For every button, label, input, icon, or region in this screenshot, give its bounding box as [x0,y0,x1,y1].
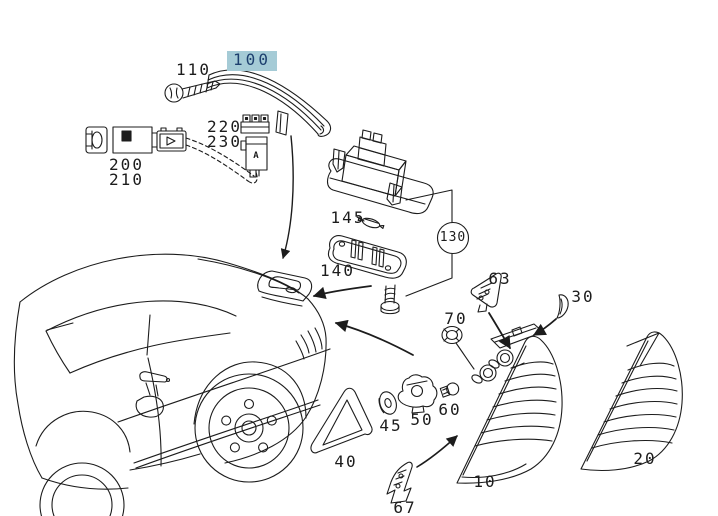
lens-screw-140 [380,284,400,315]
leader-arrow-to-taillight-location [334,319,414,356]
part-label-67[interactable]: 67 [393,498,417,516]
switch-marking-a: A [253,151,259,161]
part-label-145[interactable]: 145 [330,208,366,227]
trunk-recess [257,270,313,307]
balloon-130[interactable] [436,221,470,255]
leader-arrow-140-to-trunk [312,285,372,299]
part-label-10[interactable]: 10 [473,472,497,491]
part-label-200[interactable]: 200 [109,155,144,174]
screw-110 [164,80,221,103]
switch-220-230 [240,114,270,178]
license-lamp-lens-140 [327,235,407,279]
part-label-70[interactable]: 70 [444,309,468,328]
car-outline [13,253,331,516]
grommet-45 [378,391,397,415]
bulb-60 [439,382,460,398]
part-label-40[interactable]: 40 [334,452,358,471]
tail-light-20 [580,331,683,472]
leader-arrow-67-to-taillight [416,435,458,468]
part-label-63[interactable]: 63 [488,269,512,288]
seal-40 [310,387,373,454]
part-label-30[interactable]: 30 [571,287,595,306]
assembly-bracket-130 [405,189,470,297]
trim-30 [556,294,569,319]
part-label-210[interactable]: 210 [109,170,144,189]
part-label-60[interactable]: 60 [438,400,462,419]
bulb-socket-50 [397,374,438,414]
leader-arrow-63-to-taillight [488,312,511,350]
part-label-110[interactable]: 110 [176,60,211,79]
part-label-230[interactable]: 230 [207,132,242,151]
trunk-lamp-assembly-200-210 [85,126,258,184]
license-lamp-housing-130 [326,129,434,215]
leader-145 [356,216,365,222]
tail-light-10 [456,323,563,484]
part-label-100-selected[interactable]: 100 [227,51,277,71]
part-label-130[interactable]: 130 [439,230,467,245]
leader-arrow-100-to-trunk [280,135,294,259]
part-label-45[interactable]: 45 [379,416,403,435]
part-label-20[interactable]: 20 [633,449,657,468]
part-label-50[interactable]: 50 [410,410,434,429]
leader-arrow-30-to-taillight [532,318,557,336]
bracket-67 [386,461,413,504]
part-label-140[interactable]: 140 [320,261,355,280]
third-brake-light-100 [206,69,332,137]
bracket-63 [470,272,502,313]
clip-70 [441,325,475,370]
part-label-220[interactable]: 220 [207,117,242,136]
